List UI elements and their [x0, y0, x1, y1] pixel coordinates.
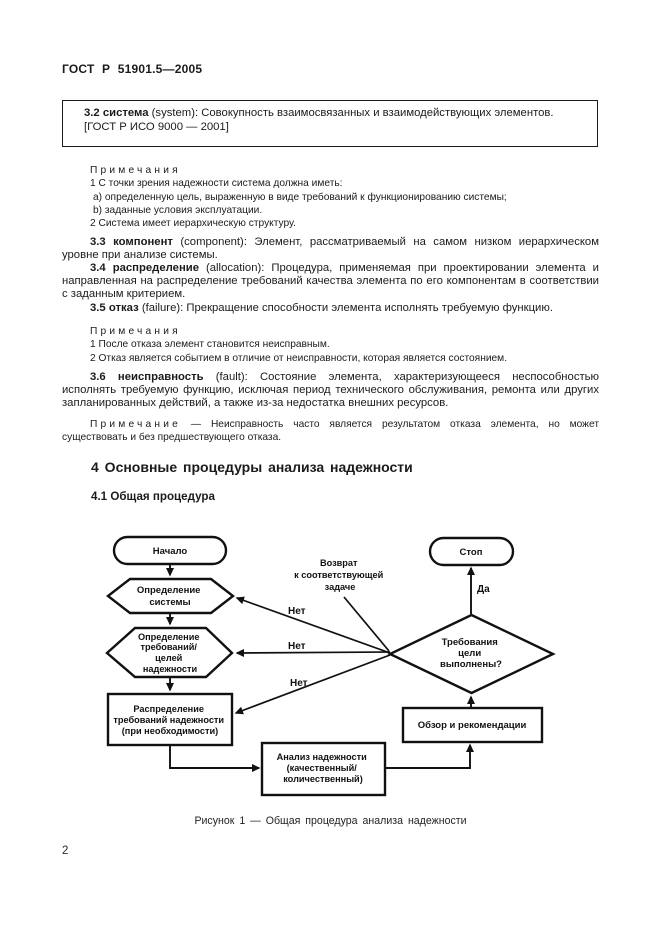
note-item: a) определенную цель, выраженную в виде … [93, 191, 507, 203]
definition-source: [ГОСТ Р ИСО 9000 — 2001] [84, 120, 229, 133]
stop-node [428, 536, 515, 567]
no-edge-label-1: Нет [288, 606, 306, 617]
section-4-1-heading: 4.1 Общая процедура [91, 490, 215, 503]
define-system-label: Определение системы [137, 585, 203, 608]
notes-block-1: Примечания 1 С точки зрения надежности с… [62, 164, 599, 230]
edge-analysis-to-review [385, 743, 474, 769]
no-edge-label-3: Нет [290, 678, 308, 689]
term-paragraph-3-4: 3.4 распределение (allocation): Процедур… [62, 262, 599, 301]
note-single: Примечание — Неисправность часто являетс… [62, 419, 599, 444]
stop-node-label: Стоп [460, 547, 483, 558]
decision-label: Требования цели выполнены? [440, 637, 502, 670]
return-annotation-line [343, 596, 390, 652]
notes-block-2: Примечания 1 После отказа элемент станов… [62, 325, 599, 365]
define-reqs-label: Определение требований/ целей надежности [138, 632, 202, 674]
define-system-node [106, 577, 235, 615]
notes-title: Примечания [90, 326, 181, 337]
note-item: b) заданные условия эксплуатации. [93, 204, 263, 216]
edge-no-to-define-reqs [235, 648, 391, 657]
term-3-2: 3.2 система [84, 107, 149, 119]
note-item: 2 Система имеет иерархическую структуру. [90, 218, 296, 230]
yes-edge-label: Да [477, 584, 490, 595]
review-node [401, 706, 544, 744]
term-paragraph-3-6: 3.6 неисправность (fault): Состояние эле… [62, 371, 599, 410]
term-paragraph-3-3: 3.3 компонент (component): Элемент, расс… [62, 236, 599, 262]
notes-title: Примечания [90, 165, 181, 176]
edge-allocate-to-analysis [169, 745, 261, 772]
definition-box: 3.2 система (system): Совокупность взаим… [62, 100, 598, 147]
analysis-label: Анализ надежности (качественный/ количес… [277, 752, 370, 784]
note-item: 1 После отказа элемент становится неиспр… [90, 339, 330, 351]
figure-caption: Рисунок 1 — Общая процедура анализа наде… [194, 815, 467, 827]
section-4-heading: 4 Основные процедуры анализа надежности [91, 459, 413, 475]
allocate-node [106, 692, 234, 747]
note-item: 1 С точки зрения надежности система долж… [90, 178, 343, 190]
note-item: 2 Отказ является событием в отличие от н… [90, 352, 508, 364]
definition-term-line: 3.2 система (system): Совокупность взаим… [84, 107, 554, 119]
edge-no-to-define-system [235, 596, 391, 654]
analysis-node [260, 741, 387, 797]
doc-number-header: ГОСТ Р 51901.5—2005 [62, 62, 203, 76]
define-reqs-node [105, 626, 234, 679]
start-node [112, 535, 228, 566]
return-annotation-label: Возврат к соответствующей задаче [294, 558, 386, 592]
edge-no-to-allocate [234, 654, 391, 715]
page-number: 2 [62, 845, 69, 857]
term-paragraph-3-5: 3.5 отказ (failure): Прекращение способн… [90, 302, 553, 314]
start-node-label: Начало [153, 546, 188, 557]
decision-node [387, 613, 556, 695]
review-label: Обзор и рекомендации [418, 720, 527, 731]
allocate-label: Распределение требований надежности (при… [113, 704, 226, 736]
no-edge-label-2: Нет [288, 641, 306, 652]
